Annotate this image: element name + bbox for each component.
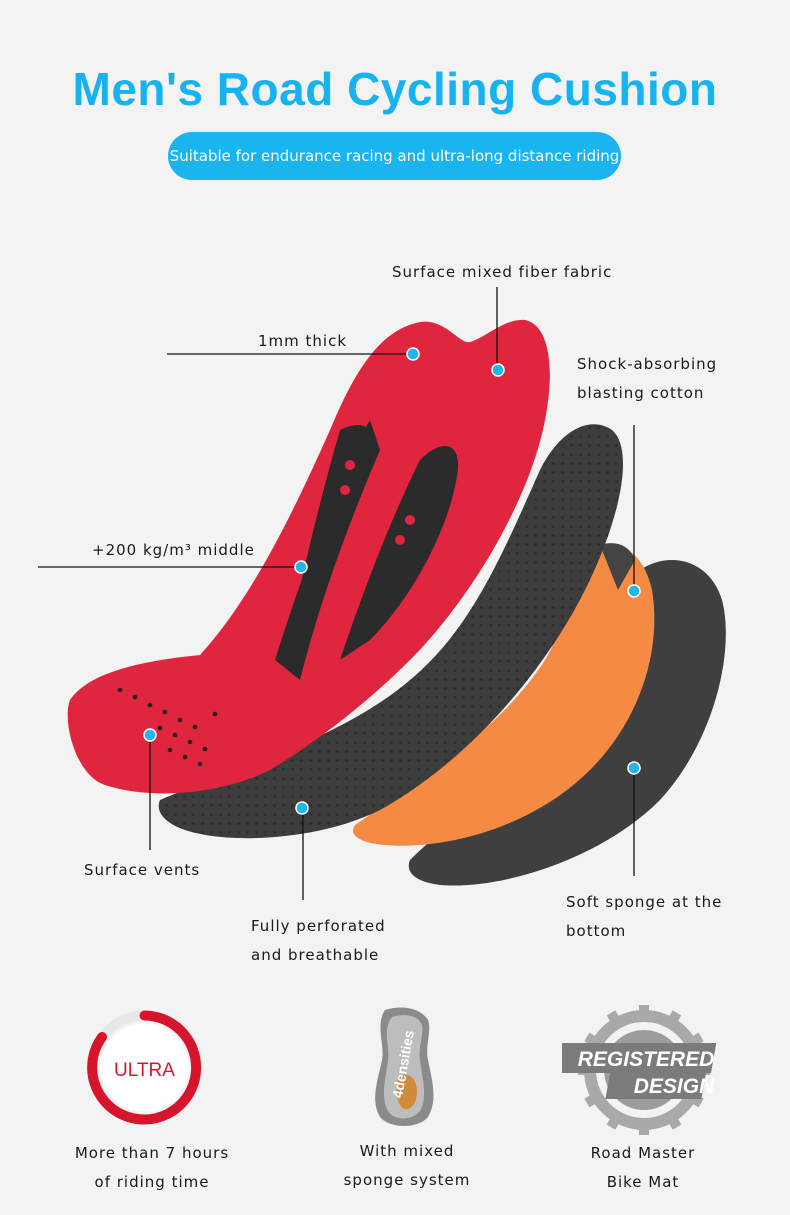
feature-road-master-line2: Bike Mat: [606, 1173, 680, 1191]
callout-thickness: 1mm thick: [258, 332, 348, 350]
shock-absorbing-layer: [353, 543, 655, 846]
registered-badge-line1: REGISTERED: [578, 1048, 715, 1071]
ultra-ring-icon: ULTRA: [82, 1005, 207, 1130]
subtitle-banner: Suitable for endurance racing and ultra-…: [168, 132, 621, 180]
callout-surface-fabric: Surface mixed fiber fabric: [392, 263, 613, 281]
feature-riding-time: More than 7 hours of riding time: [52, 1139, 252, 1197]
callout-shock-line2: blasting cotton: [577, 384, 705, 402]
feature-riding-time-line1: More than 7 hours: [74, 1144, 230, 1162]
feature-road-master-line1: Road Master: [590, 1144, 696, 1162]
red-top-layer: [67, 319, 550, 794]
callout-sponge-line1: Soft sponge at the: [566, 893, 723, 911]
callout-vents: Surface vents: [84, 861, 201, 879]
callout-markers: [143, 347, 641, 815]
callout-density: +200 kg/m³ middle: [92, 541, 255, 559]
callout-perforated-line1: Fully perforated: [251, 917, 386, 935]
perforated-layer: [158, 424, 624, 839]
cushion-illustration: [38, 287, 726, 900]
feature-sponge-system-line2: sponge system: [343, 1171, 471, 1189]
callout-shock-line1: Shock-absorbing: [577, 355, 718, 373]
ultra-badge-text: ULTRA: [114, 1060, 175, 1081]
registered-badge-line2: DESIGN: [634, 1075, 715, 1098]
callout-lines: [38, 287, 635, 900]
feature-road-master: Road Master Bike Mat: [543, 1139, 743, 1197]
callout-sponge-line2: bottom: [566, 922, 627, 940]
4densities-pad-icon: 4densities: [360, 1005, 450, 1130]
registered-design-gear-icon: REGISTERED DESIGN: [554, 1004, 727, 1136]
callout-perforated-line2: and breathable: [251, 946, 380, 964]
feature-sponge-system-line1: With mixed: [359, 1142, 455, 1160]
page-title: Men's Road Cycling Cushion: [72, 63, 718, 115]
feature-riding-time-line2: of riding time: [94, 1173, 210, 1191]
feature-sponge-system: With mixed sponge system: [307, 1137, 507, 1195]
